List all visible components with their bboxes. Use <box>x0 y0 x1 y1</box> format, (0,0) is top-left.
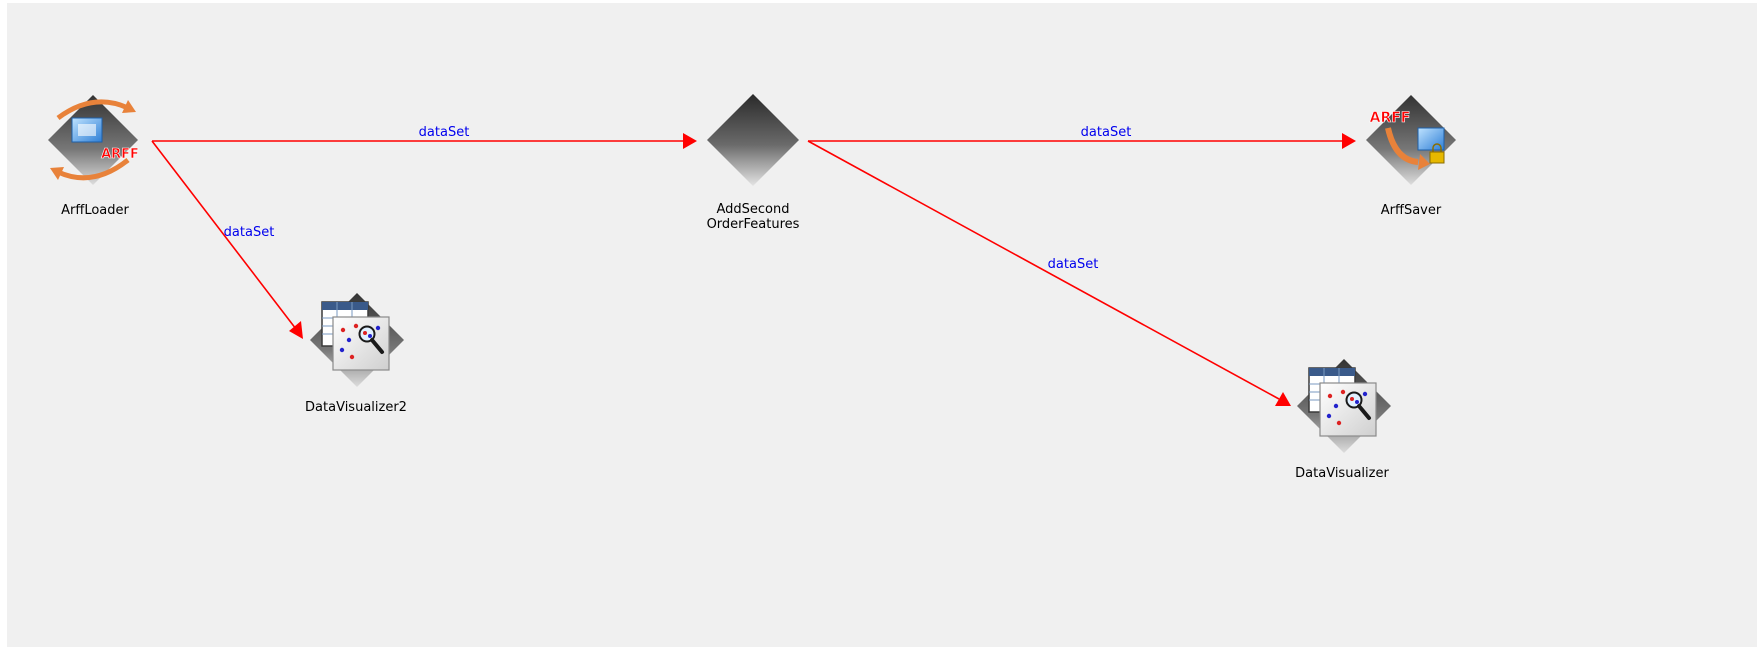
connection-label: dataSet <box>1081 125 1132 140</box>
filter-label-line2: OrderFeatures <box>707 217 800 232</box>
arff-saver-icon: ARFF <box>1366 95 1456 185</box>
arff-saver-node[interactable]: ARFF ArffSaver <box>1366 95 1456 218</box>
arff-saver-label: ArffSaver <box>1381 203 1442 218</box>
data-visualizer-node[interactable]: DataVisualizer <box>1295 359 1391 481</box>
data-visualizer-label: DataVisualizer <box>1295 466 1389 481</box>
connection-label: dataSet <box>224 225 275 240</box>
filter-label-line1: AddSecond <box>716 202 789 217</box>
arff-loader-label: ArffLoader <box>61 203 129 218</box>
arff-badge: ARFF <box>101 147 139 162</box>
arff-loader-icon: ARFF <box>48 95 139 185</box>
connection-filter-to-saver[interactable]: dataSet <box>808 125 1356 149</box>
data-visualizer-icon <box>310 293 404 387</box>
arrowhead-icon <box>1342 133 1356 149</box>
data-visualizer2-node[interactable]: DataVisualizer2 <box>305 293 407 415</box>
add-second-order-features-node[interactable]: AddSecond OrderFeatures <box>707 94 800 232</box>
filter-diamond-icon <box>707 94 799 186</box>
arff-badge: ARFF <box>1370 110 1411 126</box>
connection-loader-to-visualizer2[interactable]: dataSet <box>151 140 303 339</box>
data-visualizer2-label: DataVisualizer2 <box>305 400 407 415</box>
connection-label: dataSet <box>1048 257 1099 272</box>
connection-loader-to-filter[interactable]: dataSet <box>152 125 697 149</box>
arrowhead-icon <box>683 133 697 149</box>
data-visualizer-icon <box>1297 359 1391 453</box>
connection-label: dataSet <box>419 125 470 140</box>
arff-loader-node[interactable]: ARFF ArffLoader <box>48 95 139 218</box>
arrowhead-icon <box>289 321 303 339</box>
connection-filter-to-visualizer[interactable]: dataSet <box>807 140 1291 406</box>
arrowhead-icon <box>1275 392 1291 406</box>
